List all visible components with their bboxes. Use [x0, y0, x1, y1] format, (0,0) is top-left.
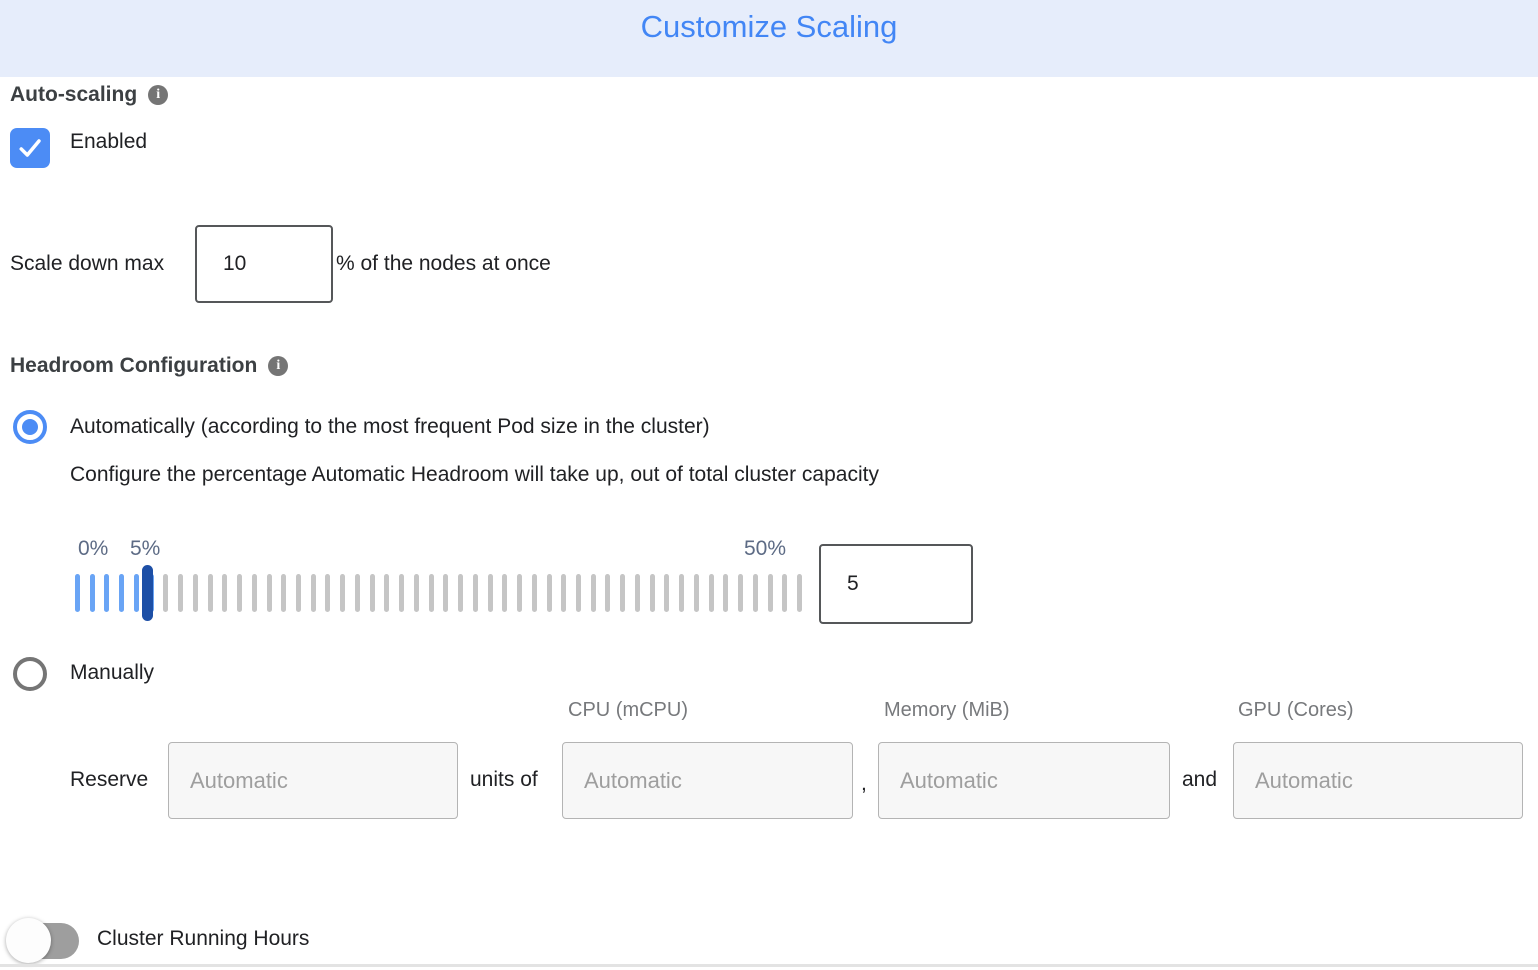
headroom-section-label: Headroom Configuration i [10, 354, 289, 378]
headroom-label: Headroom Configuration [10, 354, 258, 377]
slider-tick [738, 574, 744, 612]
slider-tick [723, 574, 729, 612]
slider-tick [296, 574, 302, 612]
slider-tick [605, 574, 611, 612]
slider-tick [458, 574, 464, 612]
slider-tick [75, 574, 80, 612]
slider-tick [399, 574, 405, 612]
slider-tick [664, 574, 670, 612]
slider-tick [502, 574, 508, 612]
slider-tick [575, 574, 581, 612]
memory-column-header: Memory (MiB) [884, 699, 1010, 721]
slider-tick [192, 574, 198, 612]
slider-tick [413, 574, 419, 612]
auto-scaling-section-label: Auto-scaling i [10, 83, 169, 107]
info-icon[interactable]: i [268, 356, 289, 376]
slider-tick [384, 574, 390, 612]
enabled-label: Enabled [70, 130, 148, 153]
auto-scaling-label: Auto-scaling [10, 83, 138, 106]
reserve-gpu-input[interactable] [1233, 742, 1523, 819]
toggle-knob[interactable] [6, 918, 51, 963]
panel-header: Customize Scaling [0, 0, 1538, 77]
reserve-count-input[interactable] [168, 742, 458, 819]
headroom-manual-radio[interactable] [13, 657, 47, 691]
slider-tick [561, 574, 567, 612]
slider-tick [178, 574, 184, 612]
slider-min-label: 0% [78, 537, 109, 560]
slider-tick [237, 574, 243, 612]
slider-tick [679, 574, 685, 612]
slider-tick [517, 574, 523, 612]
headroom-slider-track[interactable] [75, 574, 802, 612]
slider-tick [796, 574, 802, 612]
manually-option-label: Manually [70, 661, 155, 684]
slider-tick [531, 574, 537, 612]
auto-scaling-enabled-checkbox[interactable] [10, 128, 50, 168]
headroom-percent-input[interactable] [819, 544, 973, 624]
info-icon[interactable]: i [148, 85, 169, 105]
slider-tick [369, 574, 375, 612]
slider-tick [782, 574, 788, 612]
slider-tick [119, 574, 125, 612]
slider-tick [546, 574, 552, 612]
slider-tick [767, 574, 773, 612]
slider-tick [693, 574, 699, 612]
and-label: and [1182, 768, 1218, 791]
slider-tick [487, 574, 493, 612]
slider-tick [133, 574, 139, 612]
slider-tick [472, 574, 478, 612]
scale-down-suffix-label: % of the nodes at once [336, 252, 551, 275]
slider-tick [89, 574, 95, 612]
gpu-column-header: GPU (Cores) [1238, 699, 1354, 721]
slider-max-label: 50% [744, 537, 787, 560]
slider-tick [620, 574, 626, 612]
cpu-column-header: CPU (mCPU) [568, 699, 688, 721]
slider-tick [443, 574, 449, 612]
cluster-running-hours-label: Cluster Running Hours [97, 927, 310, 950]
radio-dot-icon [22, 419, 38, 435]
slider-tick [325, 574, 331, 612]
bottom-divider [0, 964, 1538, 967]
slider-tick [222, 574, 228, 612]
scale-down-max-input[interactable] [195, 225, 333, 303]
slider-tick [281, 574, 287, 612]
automatic-option-label: Automatically (according to the most fre… [70, 415, 710, 438]
checkmark-icon [16, 134, 44, 162]
slider-tick [590, 574, 596, 612]
slider-tick [752, 574, 758, 612]
units-of-label: units of [470, 768, 538, 791]
headroom-automatic-radio[interactable] [13, 410, 47, 444]
automatic-option-description: Configure the percentage Automatic Headr… [70, 463, 879, 486]
scale-down-prefix-label: Scale down max [10, 252, 165, 275]
slider-tick [251, 574, 257, 612]
reserve-memory-input[interactable] [878, 742, 1170, 819]
slider-tick [428, 574, 434, 612]
slider-tick [354, 574, 360, 612]
slider-current-label: 5% [130, 537, 161, 560]
reserve-label: Reserve [70, 768, 149, 791]
slider-tick [340, 574, 346, 612]
page-title: Customize Scaling [640, 9, 898, 44]
slider-tick [266, 574, 272, 612]
slider-tick [310, 574, 316, 612]
slider-tick [104, 574, 110, 612]
slider-tick [634, 574, 640, 612]
slider-tick [207, 574, 213, 612]
headroom-slider-handle[interactable] [142, 565, 154, 621]
comma-separator: , [861, 772, 867, 795]
slider-tick [649, 574, 655, 612]
reserve-cpu-input[interactable] [562, 742, 853, 819]
slider-tick [163, 574, 169, 612]
slider-tick [708, 574, 714, 612]
